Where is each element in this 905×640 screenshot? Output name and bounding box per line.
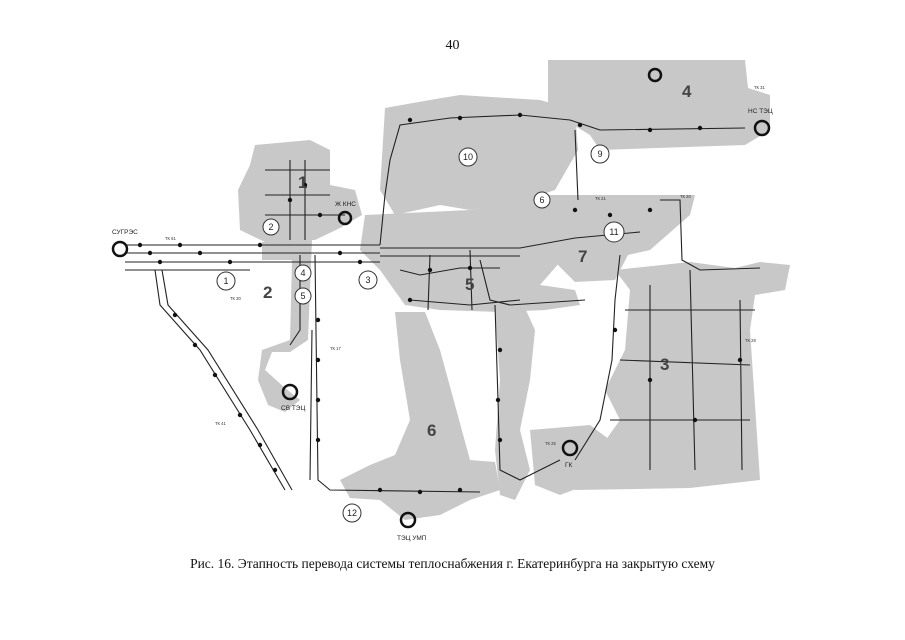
zone-number-4: 4 <box>682 82 692 101</box>
stage-markers: 1 2 3 4 5 6 9 10 11 12 <box>216 144 625 523</box>
chamber-label: ТК 30 <box>230 296 241 301</box>
source-symbols <box>111 67 771 529</box>
stage-4: 4 <box>300 268 305 278</box>
chamber-label: ТК 41 <box>215 421 226 426</box>
source-tets-ump-icon <box>399 511 417 529</box>
zone-number-1: 1 <box>298 173 307 192</box>
pipeline-zone-5-grid <box>399 249 521 311</box>
chamber-label: ТК 61 <box>165 236 176 241</box>
stage-5: 5 <box>300 291 305 301</box>
zone-area-gk <box>530 425 610 495</box>
zone-number-5: 5 <box>465 275 474 294</box>
chamber-label: ТК 31 <box>754 85 765 90</box>
chamber-label: ТК 20 <box>680 194 691 199</box>
zone-areas <box>238 60 790 520</box>
zone-area-6 <box>340 312 500 520</box>
label-gk: ГК <box>565 462 573 469</box>
pipeline-sugres-west <box>125 244 380 271</box>
label-kns: Ж КНС <box>335 201 356 208</box>
stage-10: 10 <box>463 152 473 162</box>
chamber-label: ТК 17 <box>330 346 341 351</box>
zone-number-6: 6 <box>427 421 436 440</box>
pipeline-north-spine <box>379 114 746 246</box>
chamber-label: ТК 28 <box>745 338 756 343</box>
stage-1: 1 <box>223 276 228 286</box>
zone-number-7: 7 <box>578 247 587 266</box>
stage-3: 3 <box>365 275 370 285</box>
stage-9: 9 <box>597 149 602 159</box>
stage-11: 11 <box>609 227 618 237</box>
heat-network-map: СУГРЭС НС ТЭЦ СВ ТЭЦ ГК ТЭЦ УМП Ж КНС 1 … <box>111 60 790 542</box>
page-number: 40 <box>445 38 460 53</box>
zone-area-3 <box>560 262 790 490</box>
zone-area-4 <box>548 60 770 150</box>
zone-area-central <box>495 308 535 500</box>
label-sv-tets: СВ ТЭЦ <box>281 405 305 412</box>
source-sv-tets-icon <box>281 383 299 401</box>
zone-area-north <box>380 95 578 215</box>
pipeline-1-2 <box>265 160 345 240</box>
chamber-label: ТК 25 <box>545 441 556 446</box>
source-gk-icon <box>561 439 579 457</box>
valve-nodes <box>137 112 743 495</box>
source-zone-4-icon <box>647 67 663 83</box>
zone-area-1-2 <box>238 140 362 242</box>
source-ns-tets-icon <box>753 119 771 137</box>
chamber-labels: ТК 61 ТК 20 ТК 21 ТК 41 ТК 31 ТК 28 ТК 3… <box>165 85 765 446</box>
figure-caption: Рис. 16. Этапность перевода системы тепл… <box>190 556 715 571</box>
pipeline-zone-3-grid <box>574 254 755 471</box>
zone-number-3: 3 <box>660 355 669 374</box>
stage-12: 12 <box>347 508 357 518</box>
source-kns-icon <box>337 210 353 226</box>
pipeline-east <box>660 199 761 271</box>
stage-6: 6 <box>539 195 544 205</box>
label-ns-tets: НС ТЭЦ <box>748 108 773 115</box>
zone-number-2: 2 <box>263 283 272 302</box>
zone-area-sv-pipe <box>258 240 312 412</box>
chamber-label: ТК 21 <box>595 196 606 201</box>
label-sugres: СУГРЭС <box>112 229 138 236</box>
pipeline-sugres-diagonal <box>154 269 293 491</box>
source-sugres-icon <box>111 240 129 258</box>
stage-2: 2 <box>268 222 273 232</box>
label-tets-ump: ТЭЦ УМП <box>397 535 427 542</box>
